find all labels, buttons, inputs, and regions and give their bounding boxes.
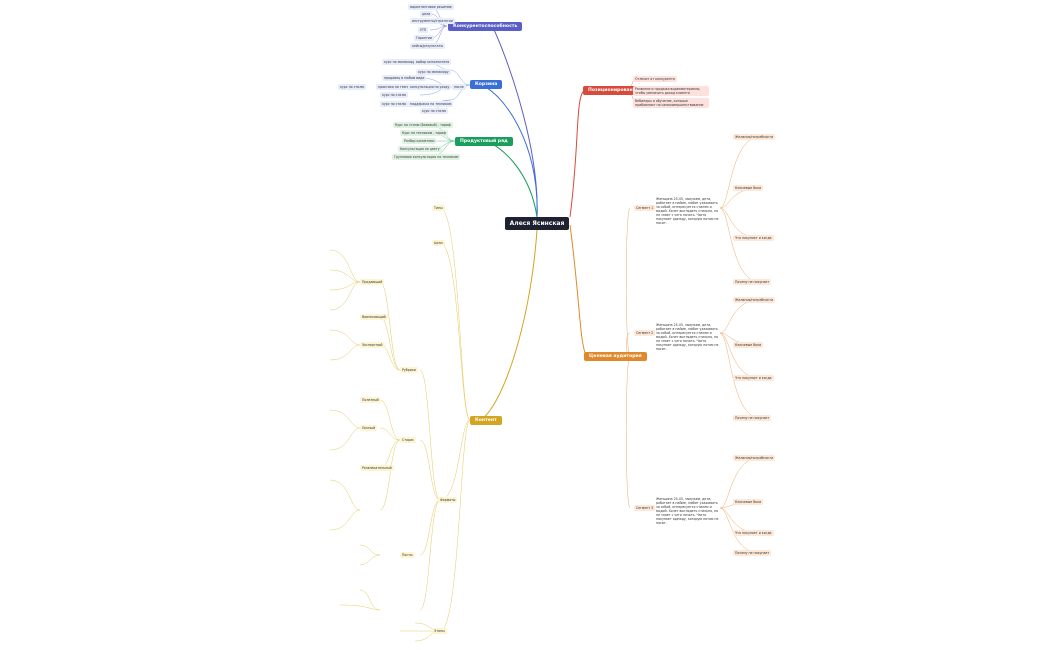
basket-item[interactable]: курс по стилю [380,92,409,98]
connector-positioning [569,89,586,218]
basket-item[interactable]: курс по стилю [338,84,367,90]
segment-sub[interactable]: Желания/потребности [733,134,776,140]
central-topic-label: Алеся Ясинская [509,220,565,227]
segment-description: Женщина 25-45, замужем, дети, работает в… [656,197,719,225]
segment-description: Женщина 25-45, замужем, дети, работает в… [656,323,719,351]
segment-sub[interactable]: Что покупает и когда [733,375,774,381]
concurrency-item[interactable]: УТП [418,27,429,33]
branch-positioning[interactable]: Позиционирование [583,86,645,95]
branch-concurrency[interactable]: Конкурентоспособность [448,22,523,31]
content-node[interactable]: Рубрики [400,367,418,373]
segment-sub[interactable]: Почему не покупает [733,415,772,421]
product-item[interactable]: Курс по техникам - тариф [400,130,448,136]
connector-concurrency [491,25,538,218]
concurrency-item[interactable]: инструменты/стратегии [410,18,455,24]
basket-item[interactable]: курс по маникюру [382,59,417,65]
content-node[interactable]: Типы [432,205,445,211]
product-item[interactable]: Групповая консультация по техникам [392,154,461,160]
content-node[interactable]: Цели [432,240,445,246]
segment-label[interactable]: Сегмент 3 [634,505,656,511]
basket-item[interactable]: курс по стилю [420,108,449,114]
basket-item[interactable]: выбор исполнителя [414,59,452,65]
concurrency-item[interactable]: маркетинговое решение [408,4,454,10]
basket-item[interactable]: консультация по уходу [408,84,452,90]
product-item[interactable]: Консультация по цвету [398,146,442,152]
segment-label[interactable]: Сегмент 2 [634,330,656,336]
branch-audience[interactable]: Целевая аудитория [584,352,647,361]
basket-item[interactable]: поддержка по техникам [408,101,454,107]
branch-basket[interactable]: Корзина [470,80,503,89]
content-node[interactable]: Форматы [438,497,458,503]
concurrency-item[interactable]: цели [420,11,433,17]
basket-item[interactable]: после [452,84,466,90]
content-node[interactable]: Этапы [432,628,447,634]
segment-sub[interactable]: Желания/потребности [733,455,776,461]
basket-item[interactable]: продавец в любом виде [382,75,427,81]
branch-content[interactable]: Контент [470,416,502,425]
basket-item[interactable]: курс по стилю [380,101,409,107]
content-type[interactable]: Развлекательный [360,465,394,471]
content-type[interactable]: Полезный [360,397,381,403]
segment-label[interactable]: Сегмент 1 [634,205,656,211]
basket-item[interactable]: практика по техникам [376,84,418,90]
segment-sub[interactable]: Желания/потребности [733,297,776,303]
content-type[interactable]: Продающий [360,279,385,285]
basket-item[interactable]: курс по маникюру [416,69,451,75]
connector-content [479,229,538,421]
positioning-item[interactable]: Вебинары и обучение, которые прибавляют … [633,98,709,108]
concurrency-item[interactable]: Гарантии [414,35,434,41]
content-type[interactable]: Вовлекающий [360,314,388,320]
product-item[interactable]: Курс по стилю (базовый) - тариф [393,122,453,128]
segment-sub[interactable]: Ключевые боли [733,342,764,348]
content-type[interactable]: Личный [360,425,378,431]
connector-audience [569,224,588,357]
concurrency-item[interactable]: кейсы/результаты [410,43,445,49]
segment-sub[interactable]: Ключевые боли [733,499,764,505]
content-type[interactable]: Экспертный [360,342,385,348]
central-topic[interactable]: Алеся Ясинская [505,217,569,230]
segment-sub[interactable]: Ключевые боли [733,185,764,191]
segment-sub[interactable]: Почему не покупает [733,550,772,556]
content-node[interactable]: Посты [400,552,415,558]
positioning-item[interactable]: Отличит от конкурента [633,76,677,82]
connector-basket [479,84,538,218]
positioning-item[interactable]: Развитие и продажа видеоматериалы, чтобы… [633,86,709,96]
branch-product[interactable]: Продуктовый ряд [455,137,513,146]
segment-sub[interactable]: Что покупает и когда [733,530,774,536]
product-item[interactable]: Разбор косметики [402,138,437,144]
segment-description: Женщина 25-45, замужем, дети, работает в… [656,497,719,525]
segment-sub[interactable]: Почему не покупает [733,279,772,285]
segment-sub[interactable]: Что покупает и когда [733,235,774,241]
content-node[interactable]: Сторис [400,437,416,443]
